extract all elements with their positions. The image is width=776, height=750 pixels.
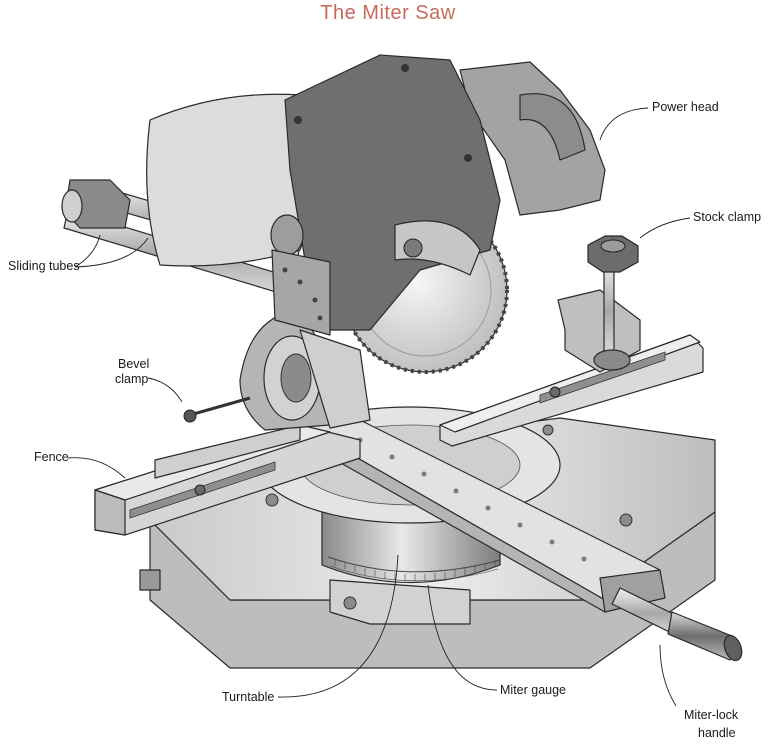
label-bevel-clamp-line1: Bevel: [118, 357, 150, 371]
label-miter-lock-handle-line2: handle: [698, 726, 736, 740]
miter-gauge-scale: [327, 556, 501, 582]
diagram-title: The Miter Saw: [320, 2, 456, 24]
label-bevel-clamp-line2: clamp: [115, 372, 149, 386]
leader-lines: [67, 107, 691, 707]
bevel-pivot: [239, 309, 371, 431]
fence: [94, 424, 361, 536]
label-power-head: Power head: [652, 100, 719, 114]
label-stock-clamp: Stock clamp: [693, 210, 762, 224]
miter-lock-handle: [611, 587, 743, 662]
label-fence: Fence: [34, 450, 69, 464]
stock-clamp: [557, 235, 641, 373]
label-miter-lock-handle-line1: Miter-lock: [684, 708, 739, 722]
power-head: [146, 54, 606, 336]
label-turntable: Turntable: [222, 690, 275, 704]
label-miter-gauge: Miter gauge: [500, 683, 567, 697]
bevel-clamp: [183, 396, 251, 423]
label-sliding-tubes: Sliding tubes: [8, 259, 80, 273]
